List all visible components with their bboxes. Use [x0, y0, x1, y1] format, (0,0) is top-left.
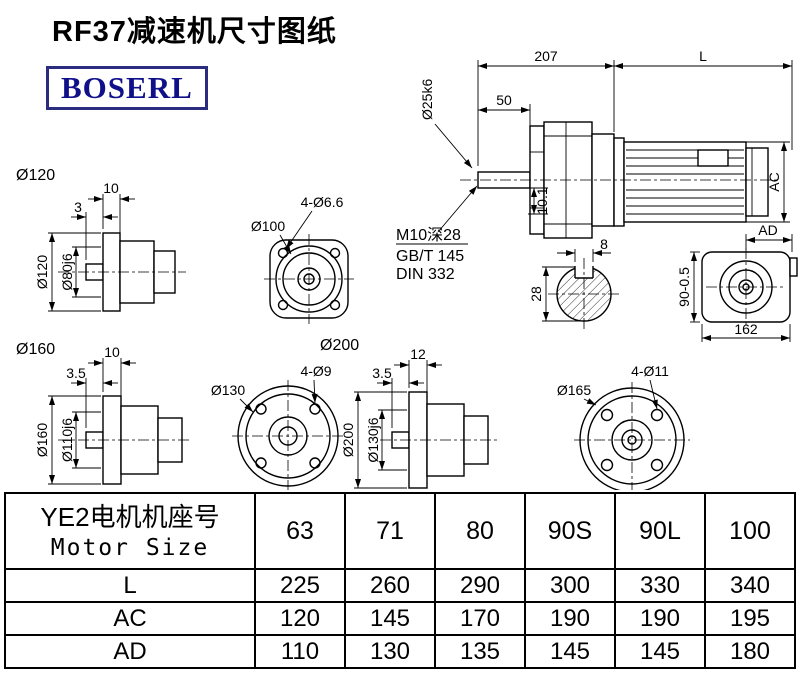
cell-AD-90s: 145 [524, 634, 616, 669]
dim-flange-120: Ø120 [34, 255, 50, 289]
dim-162: 162 [734, 321, 758, 337]
cell-L-63: 225 [254, 568, 346, 603]
flange-165-view: 4-Ø11 Ø165 [557, 363, 690, 490]
dim-10: 10 [104, 344, 120, 360]
dim-spigot-80: Ø80j6 [59, 253, 75, 291]
main-assembly-view: 207 L 50 Ø25k6 10.1 AC M10深28 GB/T 145 D… [396, 48, 793, 283]
cell-AD-63: 110 [254, 634, 346, 669]
motor-size-100: 100 [704, 492, 796, 570]
bolt-hole [600, 408, 614, 422]
cell-AC-80: 170 [434, 601, 526, 636]
thread-note: M10深28 [396, 226, 461, 244]
dim-50: 50 [496, 92, 512, 108]
flange-130-view: 4-Ø9 Ø130 [211, 363, 344, 490]
cell-AC-90l: 190 [614, 601, 706, 636]
standard-note-gbt: GB/T 145 [396, 248, 464, 265]
dim-3-5: 3.5 [66, 365, 86, 381]
dim-28: 28 [528, 286, 544, 302]
motor-size-71: 71 [344, 492, 436, 570]
ad-end-view: AD 90-0.5 162 [676, 222, 798, 342]
motor-size-label-cn: YE2电机机座号 [40, 502, 220, 533]
motor-size-table: YE2电机机座号 Motor Size 63 71 80 90S 90L 100… [4, 492, 796, 669]
dim-207: 207 [534, 48, 558, 64]
dim-flange-160: Ø160 [34, 423, 50, 457]
dim-holes-6-6: 4-Ø6.6 [301, 194, 344, 210]
table-row-L: L 225 260 290 300 330 340 [4, 568, 796, 603]
motor-flange [613, 137, 625, 227]
cell-AC-90s: 190 [524, 601, 616, 636]
view-160-title: Ø160 [16, 341, 55, 358]
motor-size-63: 63 [254, 492, 346, 570]
dim-10-1: 10.1 [534, 187, 550, 214]
cell-AC-71: 145 [344, 601, 436, 636]
dim-100: Ø100 [251, 218, 285, 234]
standard-note-din: DIN 332 [396, 266, 455, 283]
motor-size-label-en: Motor Size [50, 534, 210, 561]
dim-AC: AC [766, 172, 782, 191]
dim-AD: AD [758, 222, 777, 238]
view-120: Ø120 10 3 Ø120 Ø80j6 [16, 167, 186, 312]
dim-L: L [699, 48, 707, 64]
view-160: Ø160 10 3.5 Ø160 Ø110j6 [16, 341, 192, 485]
row-label-AC: AC [4, 601, 256, 636]
view-120-title: Ø120 [16, 167, 55, 184]
dim-130: Ø130 [211, 382, 245, 398]
motor-size-90s: 90S [524, 492, 616, 570]
dim-holes-9: 4-Ø9 [300, 363, 331, 379]
dim-3-5: 3.5 [372, 365, 392, 381]
shaft-cross-section: 8 28 [528, 236, 620, 330]
cell-AC-63: 120 [254, 601, 346, 636]
table-row-header: YE2电机机座号 Motor Size 63 71 80 90S 90L 100 [4, 492, 796, 570]
boserl-logo-text: BOSERL [61, 70, 193, 105]
dim-spigot-110: Ø110j6 [59, 418, 75, 462]
cell-AD-90l: 145 [614, 634, 706, 669]
page-title: RF37减速机尺寸图纸 [52, 16, 337, 48]
cell-AD-100: 180 [704, 634, 796, 669]
dim-3: 3 [74, 199, 82, 215]
cell-L-71: 260 [344, 568, 436, 603]
dim-spigot-130: Ø130j6 [365, 417, 381, 462]
cell-L-90s: 300 [524, 568, 616, 603]
table-row-AC: AC 120 145 170 190 190 195 [4, 601, 796, 636]
dim-holes-11: 4-Ø11 [631, 363, 669, 379]
cell-L-80: 290 [434, 568, 526, 603]
dim-10: 10 [103, 180, 119, 196]
row-label-AD: AD [4, 634, 256, 669]
table-row-AD: AD 110 130 135 145 145 180 [4, 634, 796, 669]
table-header-motor-size: YE2电机机座号 Motor Size [4, 492, 256, 570]
view-200-title: Ø200 [320, 337, 359, 354]
dim-shaft-diameter: Ø25k6 [419, 79, 435, 120]
cell-AC-100: 195 [704, 601, 796, 636]
dim-key-width: 8 [600, 236, 608, 252]
flange-100-view: 4-Ø6.6 Ø100 [251, 194, 354, 324]
cell-AD-80: 135 [434, 634, 526, 669]
dim-flange-200: Ø200 [340, 423, 356, 457]
motor-size-90l: 90L [614, 492, 706, 570]
dim-12: 12 [410, 346, 426, 362]
row-label-L: L [4, 568, 256, 603]
cell-L-100: 340 [704, 568, 796, 603]
fan-cover [745, 147, 769, 217]
dim-90: 90-0.5 [676, 267, 692, 307]
cell-L-90l: 330 [614, 568, 706, 603]
cell-AD-71: 130 [344, 634, 436, 669]
view-200: Ø200 12 3.5 Ø200 Ø130j6 [320, 337, 498, 489]
motor-nameplate [697, 149, 729, 167]
boserl-logo: BOSERL [46, 66, 208, 110]
technical-drawing: 207 L 50 Ø25k6 10.1 AC M10深28 GB/T 145 D… [16, 48, 798, 490]
motor-size-80: 80 [434, 492, 526, 570]
dim-165: Ø165 [557, 382, 591, 398]
bolt-hole [255, 403, 267, 415]
